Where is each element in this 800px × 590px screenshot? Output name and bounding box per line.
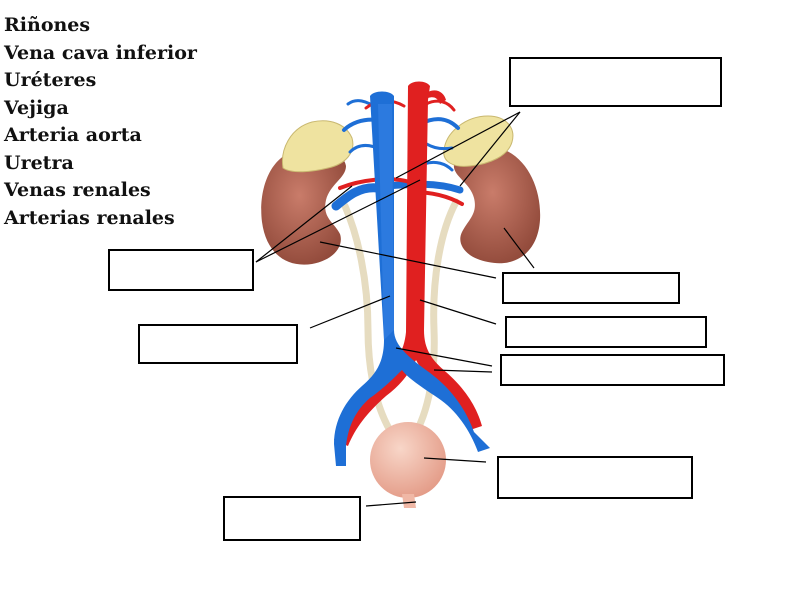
word-item: Uretra: [4, 151, 74, 174]
word-item: Arterias renales: [4, 206, 175, 229]
left-kidney: [261, 149, 346, 265]
answer-box-1[interactable]: [509, 57, 722, 107]
answer-box-4[interactable]: [138, 324, 298, 364]
word-item: Venas renales: [4, 179, 151, 201]
aorta: [334, 81, 482, 446]
answer-box-3[interactable]: [502, 272, 680, 304]
right-ureter: [406, 198, 460, 446]
word-item: Vejiga: [4, 96, 69, 119]
bladder: [370, 422, 446, 498]
left-ureter: [341, 202, 402, 446]
answer-box-2[interactable]: [108, 249, 254, 291]
right-kidney: [453, 145, 541, 264]
word-bank: Riñones Vena cava inferior Uréteres Veji…: [4, 12, 197, 232]
answer-box-5[interactable]: [505, 316, 707, 348]
answer-box-7[interactable]: [497, 456, 693, 499]
answer-box-8[interactable]: [223, 496, 361, 541]
right-adrenal-gland: [443, 115, 514, 167]
answer-box-6[interactable]: [500, 354, 725, 386]
left-adrenal-gland: [281, 120, 354, 173]
word-item: Arteria aorta: [4, 124, 142, 146]
urethra: [402, 494, 416, 508]
word-item: Uréteres: [4, 69, 97, 91]
word-item: Vena cava inferior: [4, 41, 197, 64]
word-item: Riñones: [4, 14, 91, 36]
leader-lines: [255, 111, 535, 507]
